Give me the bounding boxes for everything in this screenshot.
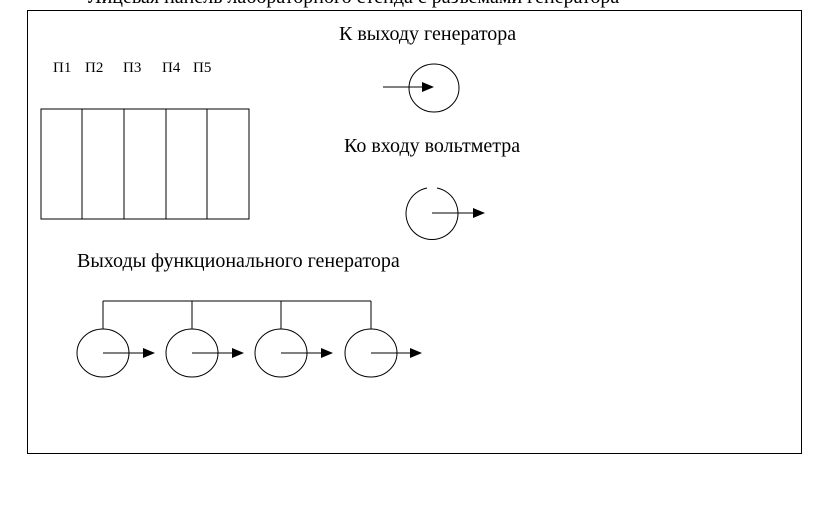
switch-label-p1: П1 (53, 60, 72, 76)
function-output-connector-3[interactable] (254, 328, 333, 378)
socket-circle (408, 63, 460, 113)
switch-block-outline (40, 108, 250, 220)
function-output-connector-2[interactable] (165, 328, 244, 378)
function-generator-outputs-label: Выходы функционального генератора (77, 250, 400, 272)
switch-label-p2: П2 (85, 60, 104, 76)
generator-output-label: К выходу генератора (339, 23, 517, 45)
switch-label-p3: П3 (123, 60, 142, 76)
clipped-top-caption-text: Лицевая панель лабораторного стенда с ра… (88, 0, 619, 8)
socket-circle (405, 187, 459, 240)
switch-label-p4: П4 (162, 60, 181, 76)
switch-block (40, 108, 250, 220)
panel-frame (27, 10, 802, 454)
clipped-top-caption: Лицевая панель лабораторного стенда с ра… (0, 0, 819, 8)
voltmeter-input-label: Ко входу вольтметра (344, 135, 521, 157)
voltmeter-input-connector[interactable] (405, 187, 485, 240)
function-generator-outputs (76, 300, 422, 378)
switch-label-p5: П5 (193, 60, 212, 76)
function-output-connector-4[interactable] (344, 328, 422, 378)
generator-output-connector[interactable] (383, 63, 460, 113)
function-output-connector-1[interactable] (76, 328, 155, 378)
